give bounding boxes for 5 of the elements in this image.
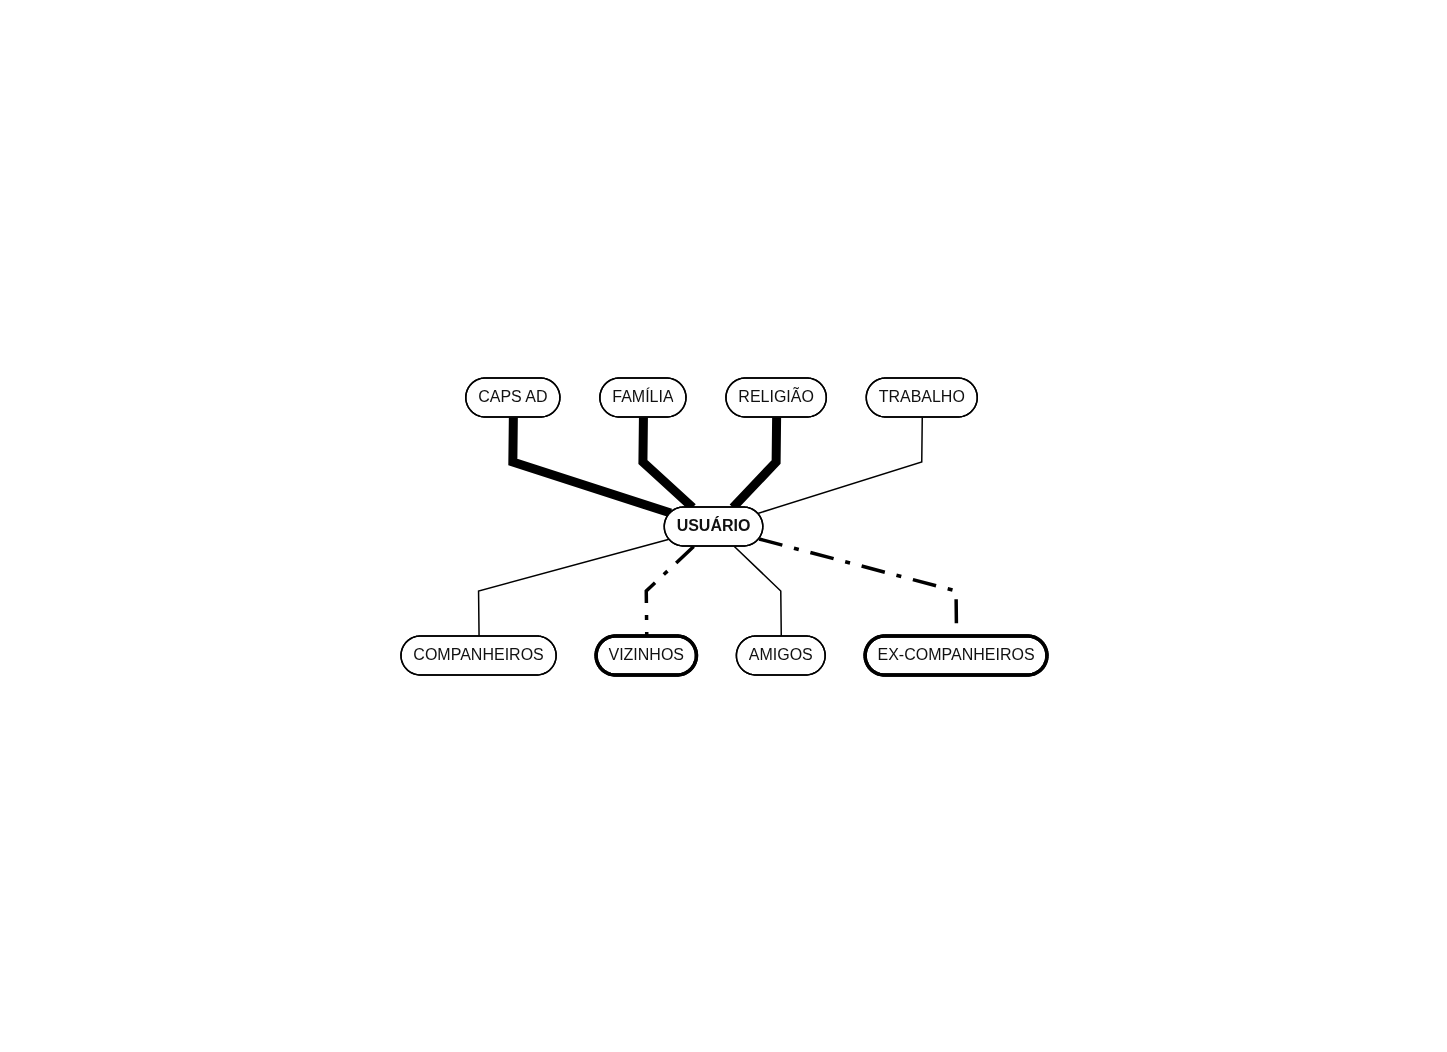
connector bbox=[733, 545, 782, 637]
connector bbox=[477, 538, 670, 637]
connector bbox=[756, 416, 923, 514]
connector bbox=[507, 416, 672, 517]
connector bbox=[644, 544, 695, 636]
